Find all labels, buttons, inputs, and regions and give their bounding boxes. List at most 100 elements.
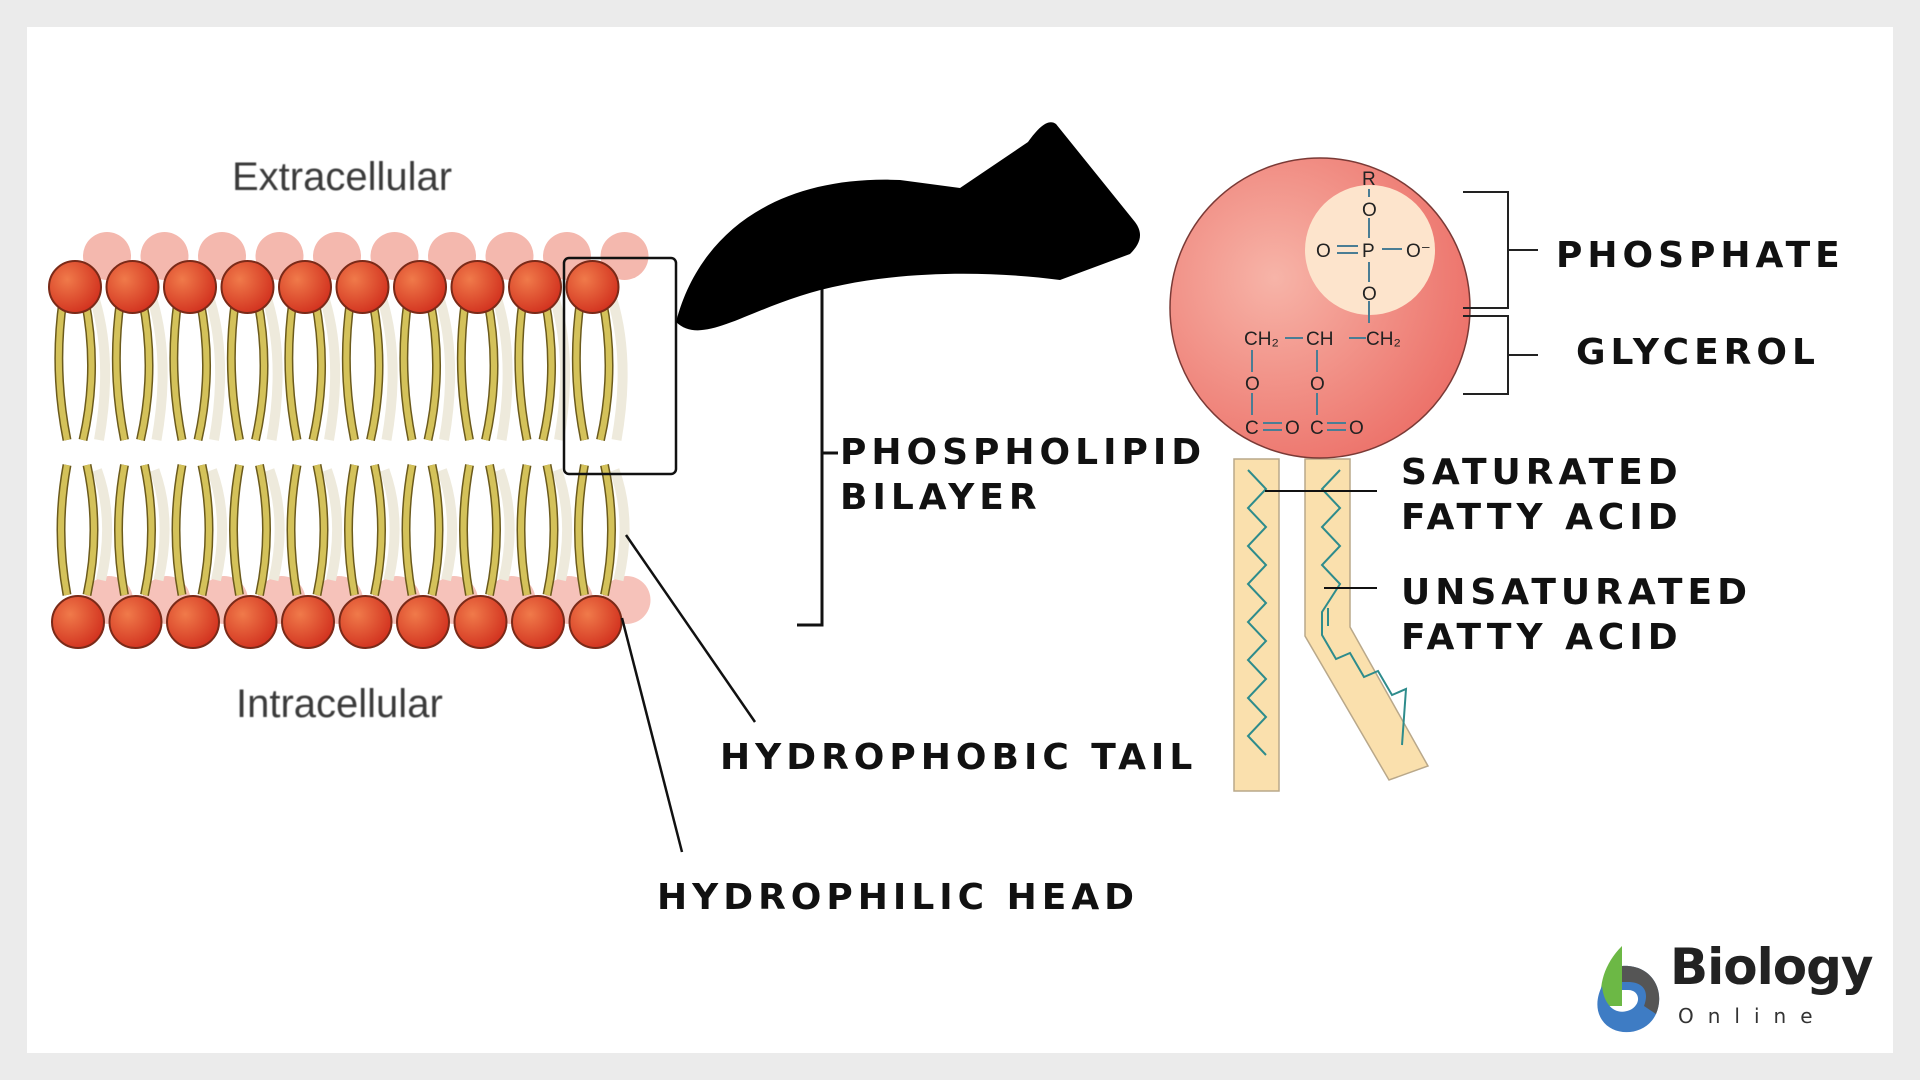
- back-tail: [264, 468, 285, 582]
- hydrophobic-tail: [310, 299, 325, 441]
- hydrophobic-tail: [575, 464, 588, 596]
- hydrophobic-tail: [371, 464, 385, 596]
- back-tail: [435, 298, 456, 441]
- back-tail: [437, 468, 458, 582]
- bilayer-bracket: [797, 268, 838, 627]
- hydrophilic-head: [508, 260, 562, 314]
- hydrophilic-head: [108, 595, 163, 649]
- hydrophobic-tail: [141, 464, 155, 596]
- hydrophilic-head: [565, 260, 620, 314]
- back-tail: [494, 468, 515, 582]
- hydrophilic-head-label: HYDROPHILIC HEAD: [657, 877, 1140, 918]
- saturated-label-line2: FATTY ACID: [1401, 497, 1683, 538]
- head-pointer-line: [620, 617, 684, 853]
- back-tail: [492, 298, 513, 441]
- hydrophobic-tail: [458, 299, 473, 441]
- back-tail: [379, 468, 400, 582]
- logo-wordmark: Biology: [1670, 938, 1873, 996]
- back-tail: [322, 468, 343, 582]
- carbonyl-o-left: O: [1285, 418, 1300, 439]
- carbonyl-o-right: O: [1349, 418, 1364, 439]
- hydrophilic-head: [278, 260, 332, 314]
- hydrophobic-tail: [84, 464, 97, 596]
- back-tail: [262, 298, 283, 441]
- hydrophilic-head: [568, 595, 623, 649]
- intracellular-label: Intracellular: [236, 682, 443, 726]
- hydrophilic-head: [393, 260, 447, 314]
- hydrophobic-tail: [482, 299, 497, 441]
- hydrophobic-tail: [230, 464, 243, 596]
- hydrophilic-head: [105, 260, 160, 314]
- hydrophobic-tail: [400, 299, 415, 441]
- hydrophobic-tail: [170, 299, 185, 441]
- chemical-bonds: [1251, 189, 1402, 431]
- hydrophobic-tail: [367, 299, 382, 441]
- back-head: [600, 232, 649, 280]
- membrane-bilayer: [48, 232, 651, 649]
- phosphorus: P: [1362, 241, 1375, 262]
- back-tail: [149, 468, 170, 582]
- hydrophobic-tail: [195, 299, 210, 441]
- ester-oxygen-left: O: [1245, 374, 1260, 395]
- logo-icon: [1597, 946, 1660, 1033]
- hydrophilic-head: [166, 595, 220, 649]
- hydrophobic-tail: [486, 464, 500, 596]
- hydrophilic-head: [450, 260, 505, 314]
- hydrophilic-head: [453, 595, 508, 649]
- ch-center: CH: [1306, 329, 1333, 350]
- back-tail: [607, 298, 628, 441]
- selection-box: [562, 256, 678, 476]
- hydrophobic-tail: [573, 299, 588, 441]
- hydrophilic-head: [220, 260, 275, 314]
- unsaturated-label-line2: FATTY ACID: [1401, 617, 1683, 658]
- phosphate-label: PHOSPHATE: [1556, 235, 1845, 276]
- back-tail: [205, 298, 226, 441]
- hydrophobic-tail: [228, 299, 243, 441]
- phospholipid-head: [1169, 157, 1471, 459]
- r-group: R: [1362, 169, 1376, 190]
- hydrophilic-head: [396, 595, 450, 649]
- extracellular-label: Extracellular: [232, 155, 453, 199]
- ch2-left: CH₂: [1244, 329, 1279, 350]
- saturated-tail: [1233, 458, 1280, 792]
- hydrophilic-head: [335, 260, 390, 314]
- hydrophobic-tail-label: HYDROPHOBIC TAIL: [720, 737, 1198, 778]
- back-tail: [377, 298, 398, 441]
- saturated-label-line1: SATURATED: [1401, 452, 1683, 493]
- unsaturated-label-line1: UNSATURATED: [1401, 572, 1752, 613]
- saturated-chain: [1246, 469, 1268, 756]
- bilayer-label-line1: PHOSPHOLIPID: [840, 432, 1207, 473]
- fatty-acid-tails: [1233, 458, 1430, 792]
- hydrophilic-head: [223, 595, 278, 649]
- back-tail: [609, 468, 630, 582]
- oxygen-top: O: [1362, 200, 1377, 221]
- hydrophobic-tail: [515, 299, 530, 441]
- hydrophobic-tail: [252, 299, 267, 441]
- arrow-icon: [676, 122, 1141, 331]
- hydrophobic-tail: [55, 299, 70, 441]
- hydrophilic-head: [51, 595, 105, 649]
- unsaturated-chain: [1320, 469, 1408, 746]
- hydrophobic-tail: [115, 464, 128, 596]
- hydrophilic-head: [48, 260, 102, 314]
- back-tail: [90, 298, 111, 441]
- hydrophobic-tail: [544, 464, 557, 596]
- hydrophobic-tail: [137, 299, 152, 441]
- hydrophobic-tail: [256, 464, 270, 596]
- hydrophobic-tail: [113, 299, 128, 441]
- biology-online-logo[interactable]: Biology Online: [1594, 938, 1894, 1046]
- carbonyl-c-left: C: [1245, 418, 1259, 439]
- hydrophilic-head: [163, 260, 217, 314]
- hydrophobic-tail: [518, 464, 530, 596]
- logo-subtitle: Online: [1678, 1004, 1827, 1028]
- hydrophobic-tail: [429, 464, 442, 596]
- hydrophobic-tail: [597, 299, 612, 441]
- oxygen-double: O: [1316, 241, 1331, 262]
- oxygen-minus: O⁻: [1406, 241, 1431, 262]
- hydrophobic-tail: [343, 299, 358, 441]
- hydrophobic-tail: [425, 299, 440, 441]
- hydrophobic-tail: [199, 464, 212, 596]
- bilayer-label-line2: BILAYER: [840, 477, 1042, 518]
- hydrophobic-tail: [314, 464, 327, 596]
